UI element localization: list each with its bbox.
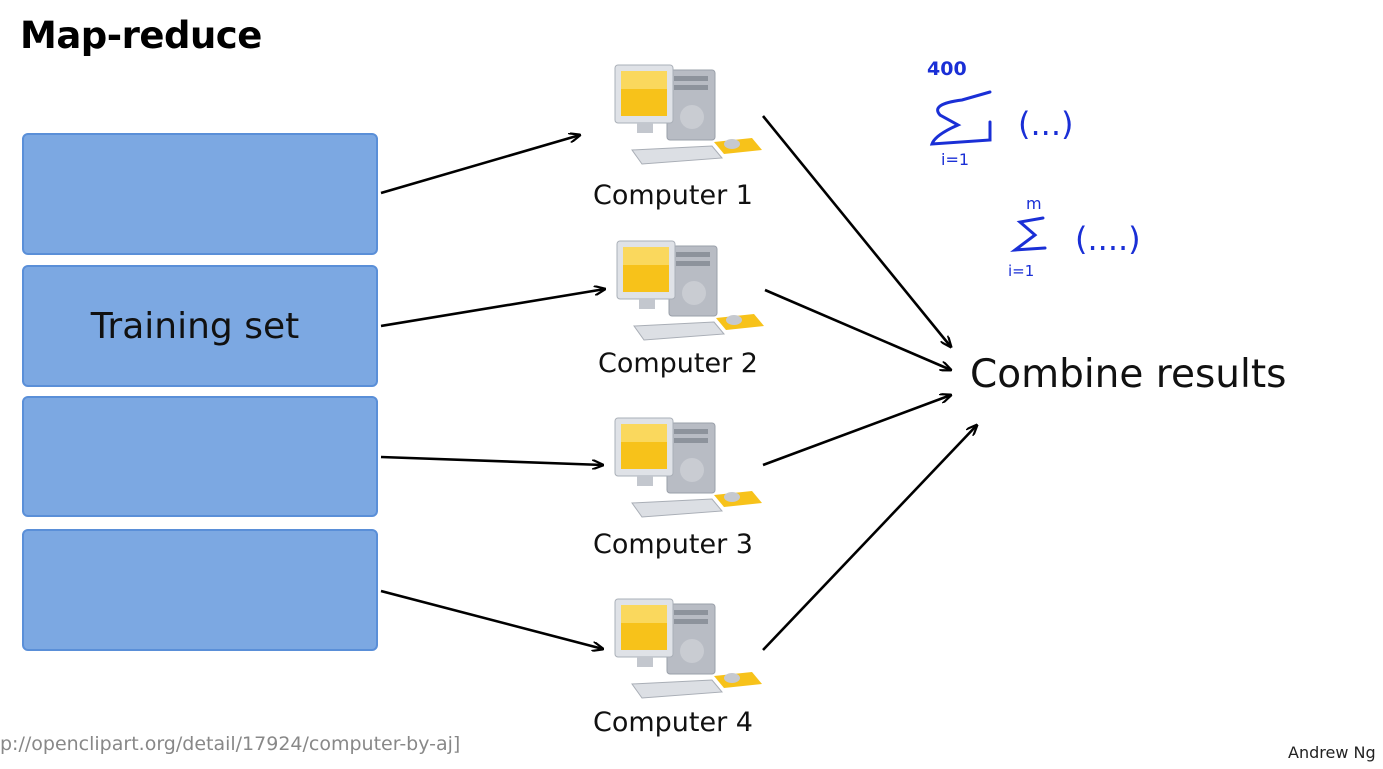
- image-credit: p://openclipart.org/detail/17924/compute…: [0, 733, 461, 755]
- block-label: Training set: [90, 305, 300, 347]
- combine-results-label: Combine results: [970, 352, 1287, 397]
- arrow-block4-computer4: [380, 589, 603, 649]
- sum1-body: (...): [1018, 105, 1074, 143]
- arrow-block2-computer2: [380, 289, 605, 328]
- arrow-computer3-combine: [762, 395, 951, 467]
- computer-2-icon: [614, 238, 764, 348]
- arrow-computer2-combine: [764, 288, 951, 370]
- handwritten-sigmas: [929, 90, 1047, 252]
- computer-4-label: Computer 4: [593, 707, 753, 738]
- arrow-block3-computer3: [380, 455, 603, 465]
- sum1-upper: 400: [927, 58, 967, 80]
- arrow-block1-computer1: [380, 135, 580, 195]
- training-block-3: [22, 396, 378, 517]
- sum2-upper: m: [1026, 194, 1042, 213]
- training-block-1: [22, 133, 378, 255]
- sum2-body: (....): [1075, 220, 1141, 258]
- slide-title: Map-reduce: [20, 14, 262, 57]
- computer-3-icon: [612, 415, 762, 525]
- sigma-1: [929, 90, 992, 146]
- arrow-computer4-combine: [762, 425, 977, 651]
- computer-1-label: Computer 1: [593, 180, 753, 211]
- arrow-computer1-combine: [761, 115, 951, 347]
- training-block-2: Training set: [22, 265, 378, 387]
- computer-1-icon: [612, 62, 762, 172]
- computer-3-label: Computer 3: [593, 529, 753, 560]
- author-name: Andrew Ng: [1288, 743, 1376, 762]
- training-block-4: [22, 529, 378, 651]
- sum2-lower: i=1: [1008, 262, 1035, 280]
- sigma-2: [1010, 216, 1047, 252]
- sum1-lower: i=1: [941, 150, 970, 169]
- computer-4-icon: [612, 596, 762, 706]
- computer-2-label: Computer 2: [598, 348, 758, 379]
